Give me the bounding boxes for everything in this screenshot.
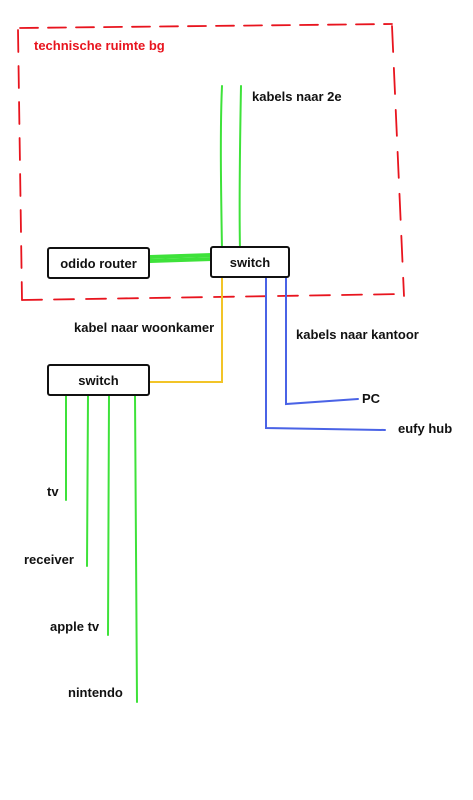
label-cables-office: kabels naar kantoor [296, 327, 419, 342]
blue-cables-office [265, 277, 386, 431]
cable-2e-a [219, 85, 223, 251]
label-tv: tv [47, 484, 59, 499]
cable-to-receiver [86, 395, 89, 567]
router-switch-link [148, 253, 214, 263]
cable-2e-b [238, 85, 242, 251]
uplink-a [148, 253, 214, 259]
label-apple-tv: apple tv [50, 619, 100, 634]
green-cables-up [219, 85, 242, 251]
room-boundary-top [19, 23, 393, 29]
label-receiver: receiver [24, 552, 74, 567]
router-label: odido router [60, 255, 137, 271]
cable-to-eufy-hub [265, 277, 386, 431]
router-node: odido router [47, 247, 150, 279]
living-room-switch-label: switch [78, 372, 119, 388]
room-boundary [17, 23, 405, 301]
room-boundary-left [17, 29, 23, 301]
cable-to-living-room [149, 277, 223, 383]
room-boundary-bottom [21, 293, 405, 301]
label-pc: PC [362, 391, 381, 406]
label-cables-2e: kabels naar 2e [252, 89, 342, 104]
label-nintendo: nintendo [68, 685, 123, 700]
label-cable-living-room: kabel naar woonkamer [74, 320, 215, 335]
cable-to-apple-tv [107, 395, 110, 636]
green-cables-devices [65, 395, 138, 703]
room-boundary-right [391, 25, 405, 297]
cable-to-pc [285, 277, 359, 406]
room-title: technische ruimte bg [34, 38, 165, 53]
label-eufy-hub: eufy hub [398, 421, 453, 436]
cable-to-nintendo [134, 395, 138, 703]
main-switch-label: switch [229, 254, 271, 270]
uplink-b [148, 257, 214, 263]
living-room-switch-node: switch [47, 364, 150, 396]
main-switch-node: switch [210, 246, 290, 278]
